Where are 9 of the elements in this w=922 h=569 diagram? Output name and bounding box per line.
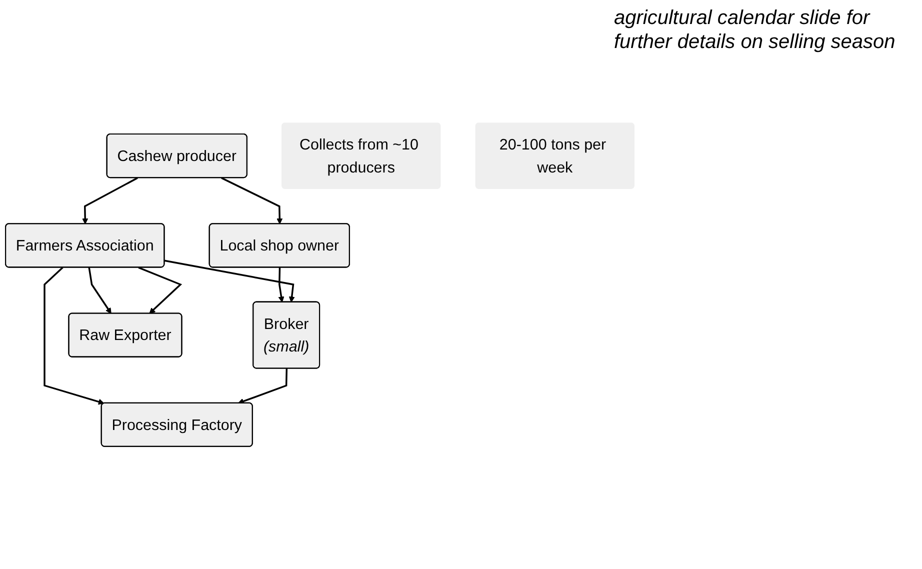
arrow [44,266,104,405]
arrow [164,260,295,302]
arrow [221,177,283,224]
arrow [238,368,288,404]
arrow [82,177,138,224]
arrow [278,268,284,302]
note-text: agricultural calendar slide for further details on selling season [614,6,896,54]
arrow [88,267,112,314]
arrow [138,266,182,314]
